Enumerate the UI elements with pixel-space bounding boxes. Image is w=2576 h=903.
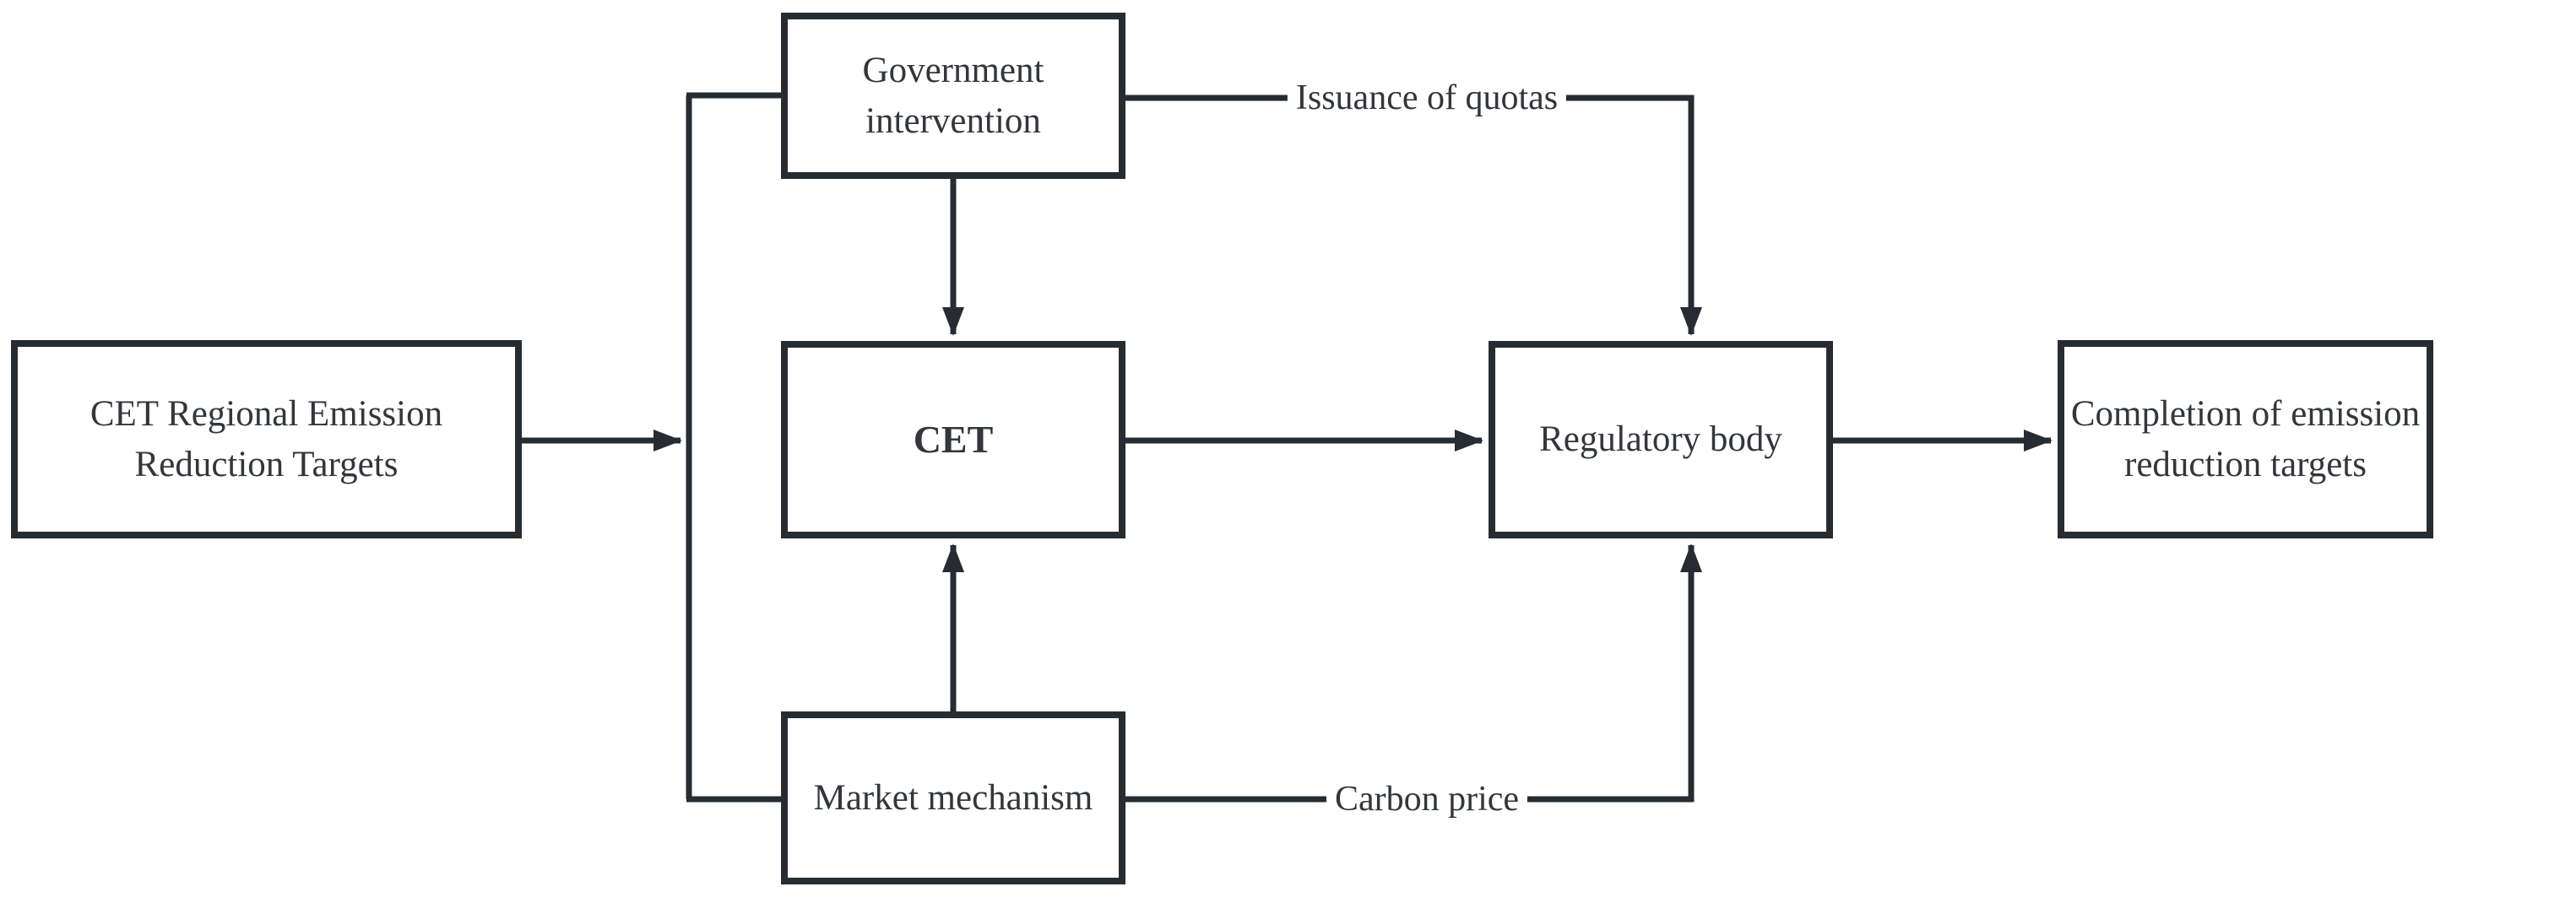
edge-government-to-regulatory-quotas	[1125, 95, 1702, 336]
node-label: Market mechanism	[813, 777, 1093, 818]
node-market-mechanism: Market mechanism	[781, 711, 1125, 884]
node-government-intervention: Government intervention	[781, 13, 1125, 179]
node-label: Government intervention	[862, 51, 1044, 141]
edge-label-carbon-price: Carbon price	[1326, 779, 1528, 819]
node-label: Regulatory body	[1539, 419, 1782, 460]
node-completion-of-emission-reduction-targets: Completion of emission reduction targets	[2058, 340, 2433, 538]
node-cet-regional-emission-reduction-targets: CET Regional Emission Reduction Targets	[11, 340, 522, 538]
edge-market-to-regulatory-carbon	[1125, 543, 1702, 803]
node-label: Completion of emission reduction targets	[2070, 394, 2421, 484]
node-regulatory-body: Regulatory body	[1489, 341, 1833, 538]
node-label: CET Regional Emission Reduction Targets	[89, 394, 443, 484]
node-cet: CET	[781, 341, 1125, 538]
edge-label-issuance-of-quotas: Issuance of quotas	[1287, 78, 1567, 118]
node-label: CET	[913, 418, 994, 462]
